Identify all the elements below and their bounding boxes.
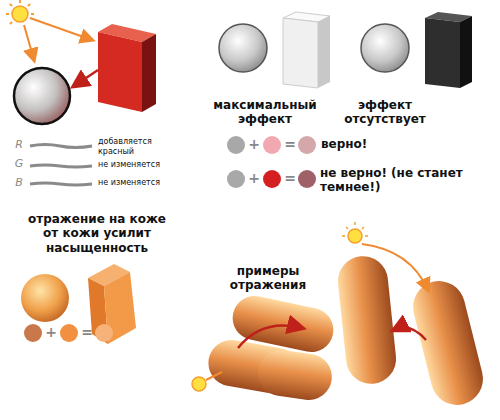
capsule	[255, 347, 335, 403]
box-side	[142, 34, 156, 112]
capsule	[335, 254, 398, 387]
operator: +	[44, 324, 58, 341]
box-front	[283, 18, 318, 88]
channel-line	[30, 165, 92, 167]
channel-line	[30, 145, 92, 148]
box-front	[425, 18, 460, 88]
capsule	[408, 276, 489, 411]
operator: +	[247, 170, 261, 187]
light-line	[206, 372, 222, 380]
sun-disc	[192, 377, 206, 391]
caption: эффект отсутствует	[331, 98, 439, 127]
color-dot	[298, 170, 316, 188]
verdict: не верно! (не станет темнее!)	[320, 166, 485, 195]
color-dot	[227, 136, 245, 154]
channel-note: не изменяется	[98, 178, 178, 188]
channel-letter: R	[12, 138, 26, 151]
reflect-arrow	[74, 70, 98, 86]
light-arrow	[24, 25, 34, 60]
sun	[6, 0, 34, 24]
box-side	[460, 16, 472, 88]
color-dot	[95, 324, 113, 342]
color-dot	[227, 170, 245, 188]
caption: отражение на коже от кожи усилит насыщен…	[22, 212, 172, 255]
color-dot	[298, 136, 316, 154]
white-box	[283, 12, 330, 88]
caption: примеры отражения	[211, 264, 325, 293]
sun	[192, 377, 206, 391]
light-arrow	[30, 18, 92, 40]
sun	[342, 222, 368, 243]
sphere	[361, 24, 409, 72]
verdict: верно!	[321, 137, 401, 151]
box-front	[98, 32, 142, 112]
sun-rays	[6, 0, 34, 24]
sun-disc	[12, 6, 28, 22]
caption: максимальный эффект	[211, 98, 319, 127]
color-dot	[263, 136, 281, 154]
color-dot	[263, 170, 281, 188]
sphere	[219, 24, 267, 72]
reflect-arrow	[394, 328, 426, 340]
operator: =	[283, 136, 297, 153]
channel-line	[30, 183, 92, 185]
color-dot	[60, 324, 78, 342]
light-arrow	[362, 244, 428, 290]
red-box	[98, 24, 156, 112]
black-box	[425, 12, 472, 88]
operator: =	[80, 324, 94, 341]
orange-sphere	[21, 274, 69, 322]
channel-note: добавляется красный	[98, 137, 172, 156]
box-side	[318, 16, 330, 88]
sun-disc	[348, 229, 362, 243]
color-dot	[24, 324, 42, 342]
orange-box	[88, 264, 136, 344]
channel-note: не изменяется	[98, 160, 178, 170]
channel-letter: G	[12, 157, 26, 170]
reflect-arrow	[238, 326, 302, 349]
gray-sphere	[14, 68, 70, 124]
channel-letter: B	[12, 176, 26, 189]
operator: =	[283, 170, 297, 187]
operator: +	[247, 136, 261, 153]
